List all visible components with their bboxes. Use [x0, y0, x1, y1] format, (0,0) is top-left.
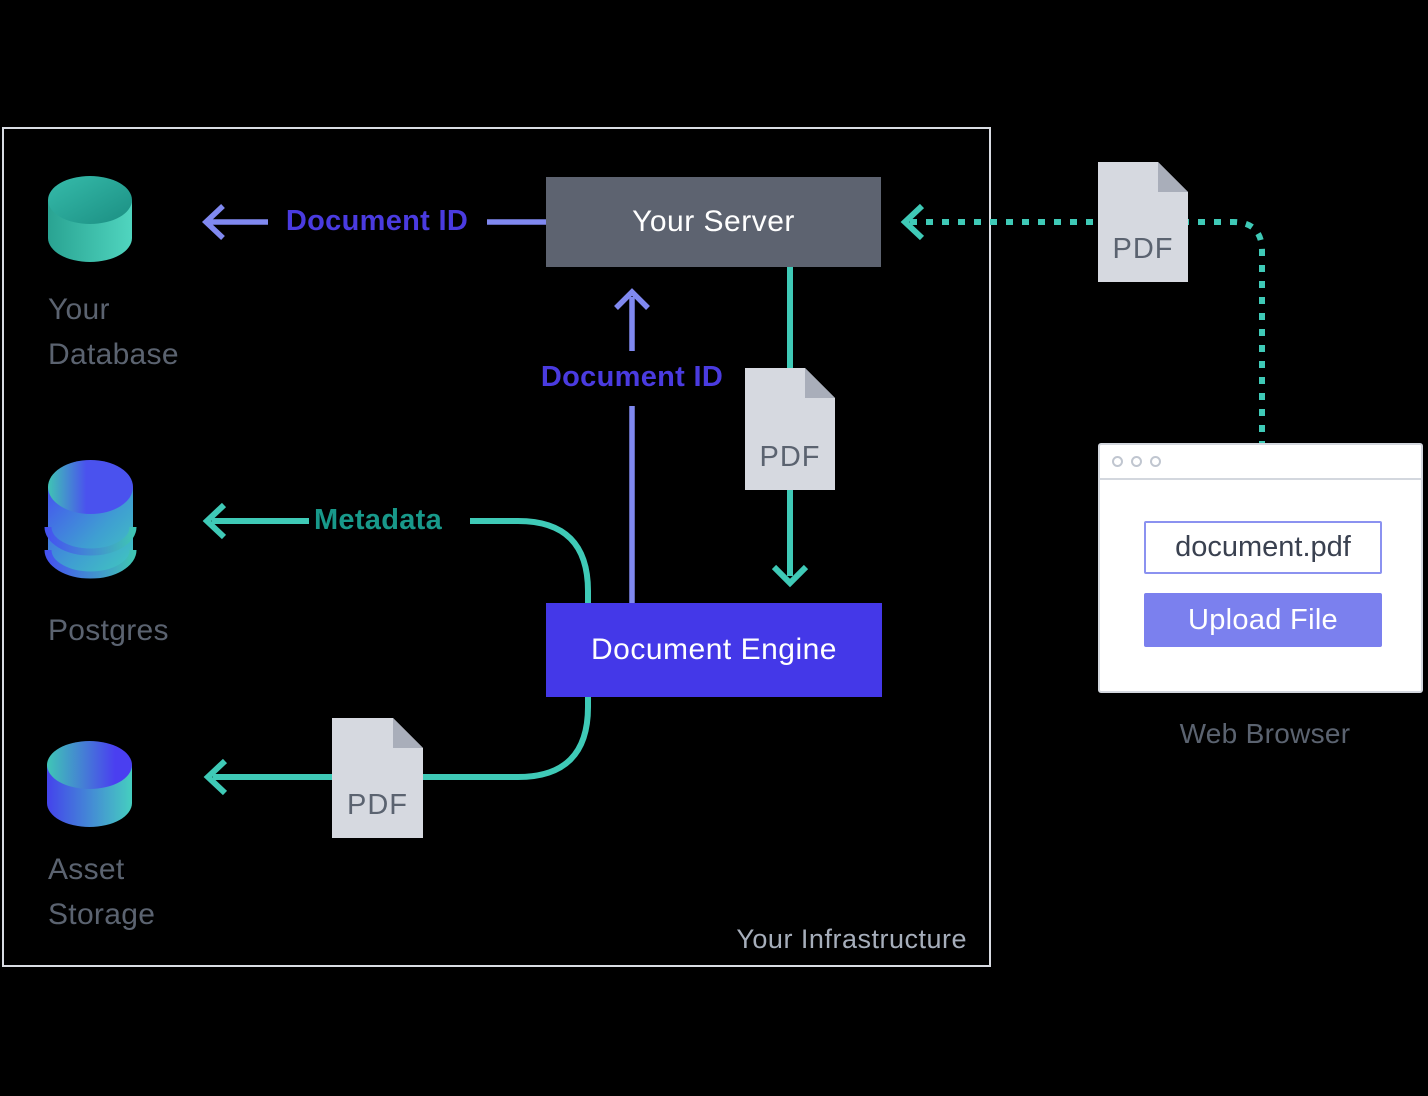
infrastructure-boundary [2, 127, 991, 967]
document-engine-node: Document Engine [546, 603, 882, 697]
asset-storage-label: Asset Storage [48, 853, 156, 931]
asset-storage-icon [47, 741, 132, 828]
window-dot-icon [1150, 456, 1161, 467]
arrow-engine-to-postgres [202, 502, 591, 604]
pdf-fold-corner-icon [1158, 162, 1188, 192]
window-dot-icon [1112, 456, 1123, 467]
document-engine-label: Document Engine [591, 633, 837, 666]
web-browser-caption: Web Browser [1179, 718, 1351, 749]
web-browser-window: Upload File [1098, 443, 1423, 693]
arrow-server-to-database [201, 203, 546, 241]
postgres-icon [44, 460, 137, 579]
arrowhead-down-icon [771, 564, 809, 588]
pdf-file-icon-server-to-engine: PDF [745, 368, 835, 490]
pdf-fold-corner-icon [393, 718, 423, 748]
arrowhead-left-icon [202, 502, 227, 540]
infrastructure-label: Your Infrastructure [736, 924, 967, 954]
arrowhead-up-icon [614, 288, 650, 310]
arrowhead-left-icon [203, 758, 228, 796]
your-server-label: Your Server [632, 205, 795, 238]
arrowhead-left-icon [201, 203, 225, 241]
browser-titlebar [1100, 445, 1421, 480]
arrow-browser-to-server [900, 203, 1265, 444]
upload-file-button[interactable]: Upload File [1144, 593, 1382, 647]
arrow-engine-to-asset-storage [203, 696, 591, 796]
your-database-label: Your Database [48, 293, 179, 371]
window-dot-icon [1131, 456, 1142, 467]
arrow-engine-to-server [614, 288, 650, 604]
pdf-file-icon-upload: PDF [1098, 162, 1188, 282]
your-server-node: Your Server [546, 177, 881, 267]
metadata-label: Metadata [313, 504, 443, 536]
pdf-badge: PDF [1112, 233, 1174, 265]
document-id-label-top: Document ID [285, 205, 469, 237]
pdf-fold-corner-icon [805, 368, 835, 398]
postgres-label: Postgres [48, 614, 169, 647]
pdf-badge: PDF [347, 789, 408, 821]
pdf-badge: PDF [759, 441, 821, 473]
your-database-icon [48, 176, 132, 262]
pdf-file-icon-engine-to-asset: PDF [332, 718, 423, 838]
filename-input[interactable] [1144, 521, 1382, 574]
document-id-label-vertical: Document ID [540, 361, 724, 393]
arrowhead-left-icon [900, 203, 925, 241]
